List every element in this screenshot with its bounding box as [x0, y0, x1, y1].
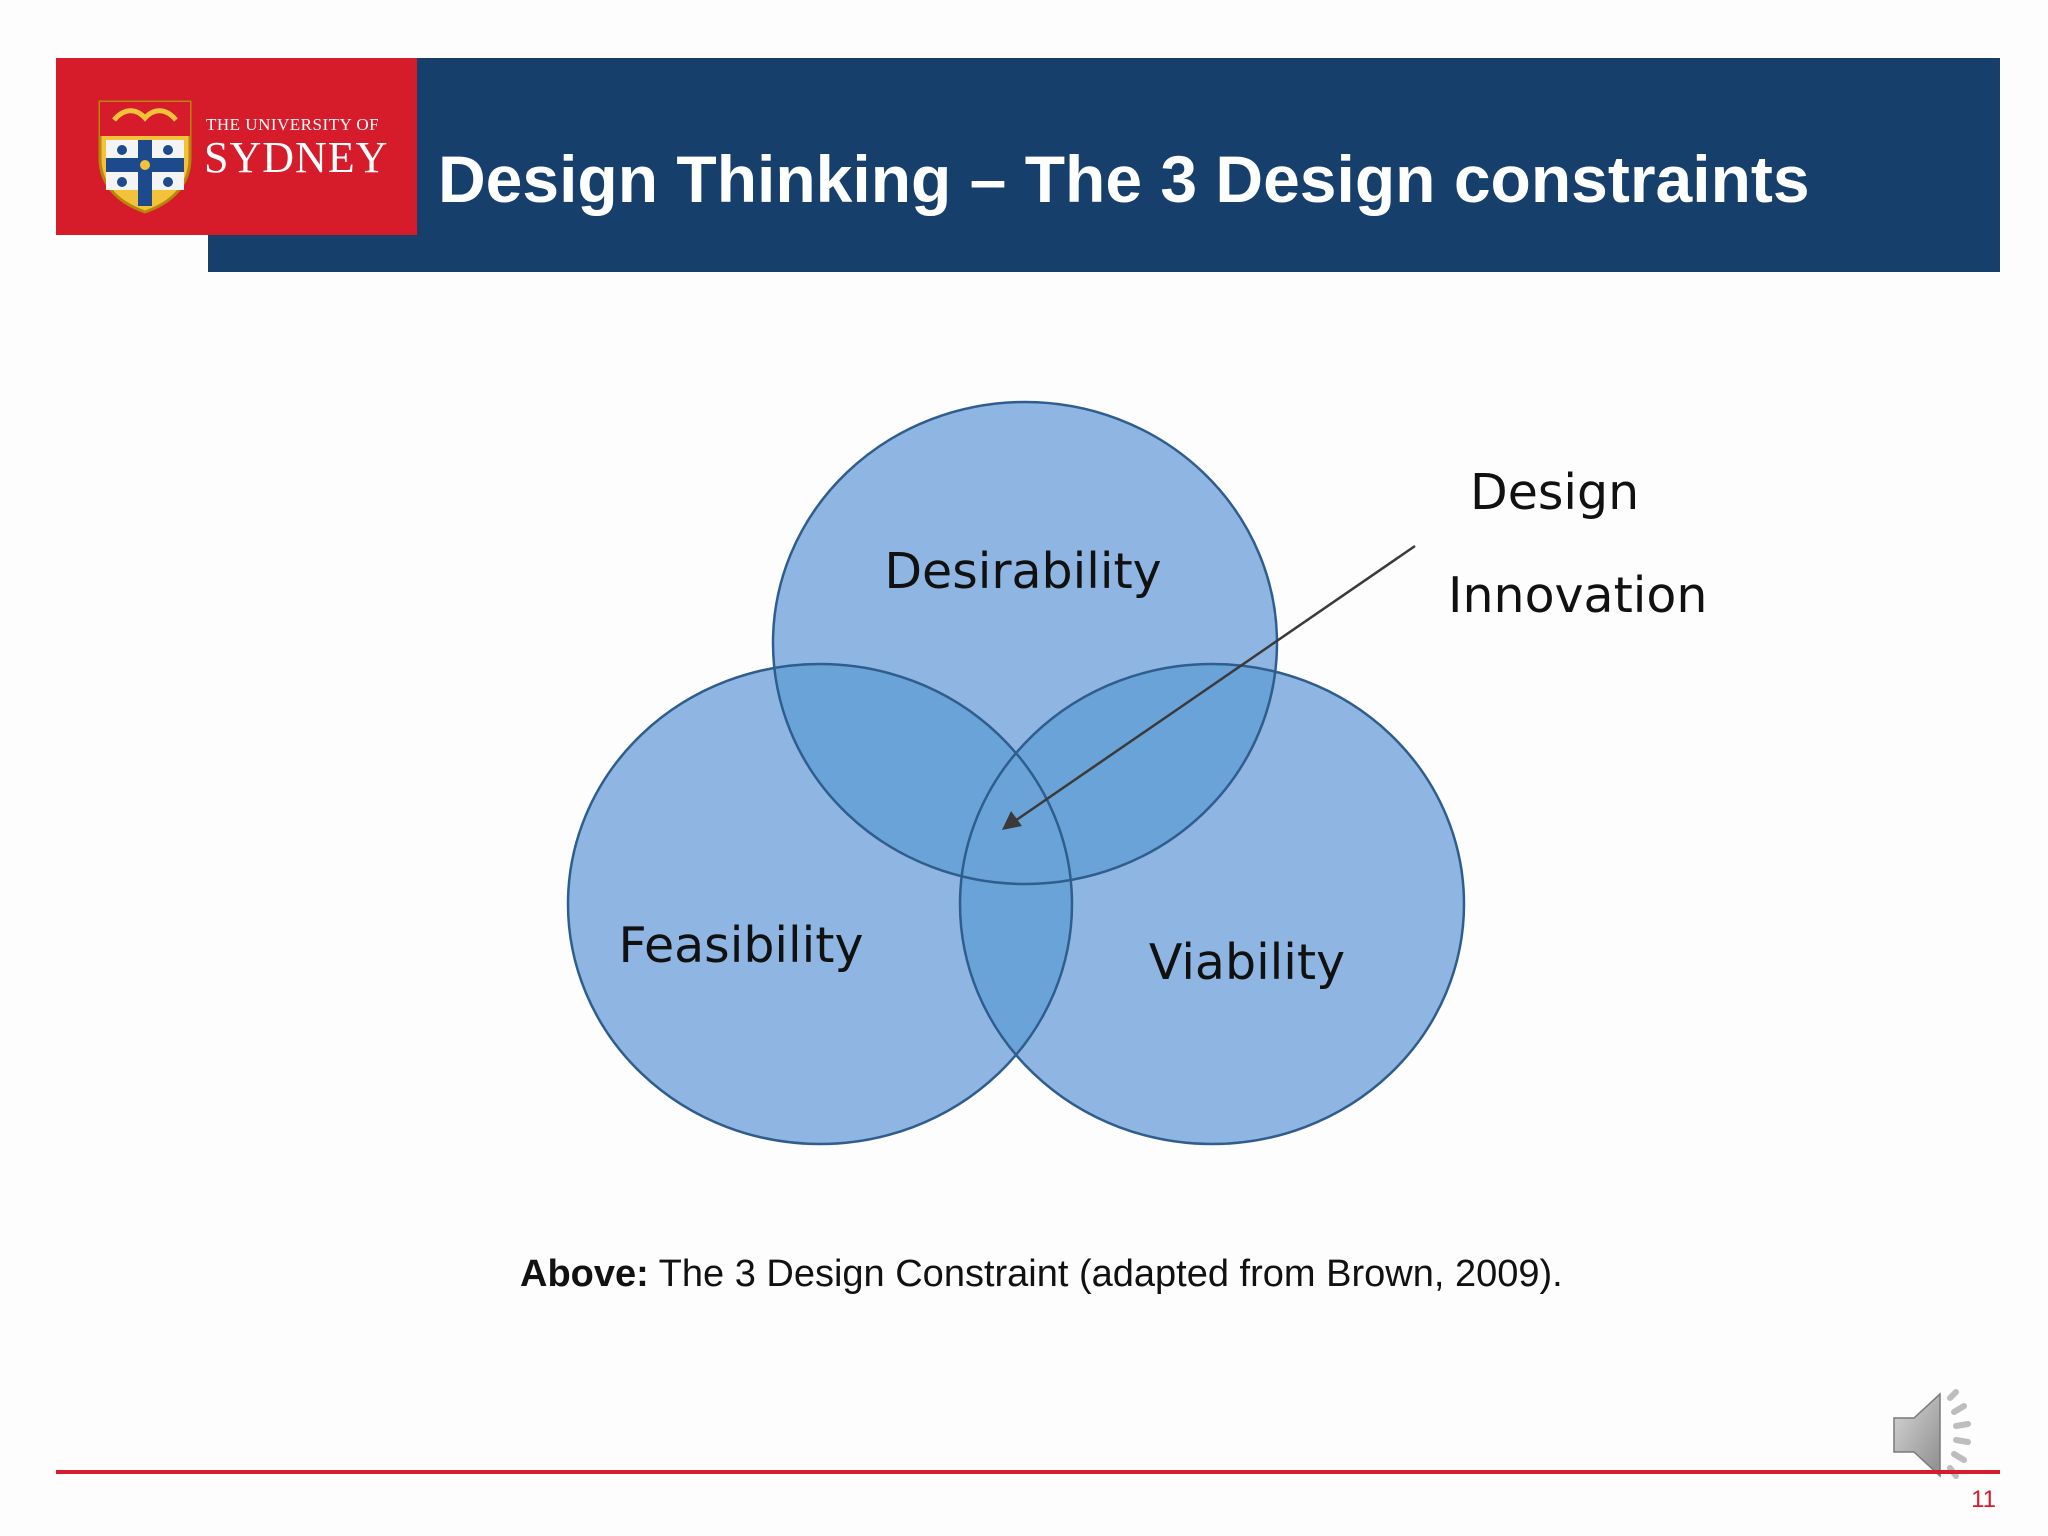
- overlap-desirability-feasibility: [773, 664, 1072, 884]
- caption-text: The 3 Design Constraint (adapted from Br…: [648, 1253, 1563, 1295]
- annotation-innovation: Innovation: [1448, 567, 1707, 624]
- header-band: [208, 58, 2000, 272]
- overlap-desirability-viability: [960, 664, 1277, 884]
- slide-title: Design Thinking – The 3 Design constrain…: [438, 142, 1810, 216]
- page-number: 11: [1971, 1486, 1996, 1513]
- caption-prefix: Above:: [520, 1253, 649, 1295]
- logo-text-sydney: SYDNEY: [204, 133, 389, 182]
- outline-feasibility: [566, 662, 1074, 1146]
- logo-text-university-of: THE UNIVERSITY OF: [206, 115, 380, 134]
- annotation-arrowhead: [1002, 811, 1022, 830]
- speaker-audio-icon[interactable]: [1890, 1380, 2000, 1490]
- university-logo: THE UNIVERSITY OF SYDNEY: [56, 58, 417, 235]
- label-feasibility: Feasibility: [619, 917, 864, 974]
- outline-viability: [958, 662, 1466, 1146]
- university-crest-icon: [98, 100, 192, 214]
- annotation-design: Design: [1470, 464, 1639, 521]
- label-viability: Viability: [1149, 934, 1345, 991]
- annotation-arrow: [1011, 544, 1416, 825]
- outline-desirability: [771, 400, 1279, 886]
- label-desirability: Desirability: [884, 543, 1161, 600]
- figure-caption: Above: The 3 Design Constraint (adapted …: [520, 1253, 1563, 1296]
- footer-rule: [56, 1470, 2000, 1474]
